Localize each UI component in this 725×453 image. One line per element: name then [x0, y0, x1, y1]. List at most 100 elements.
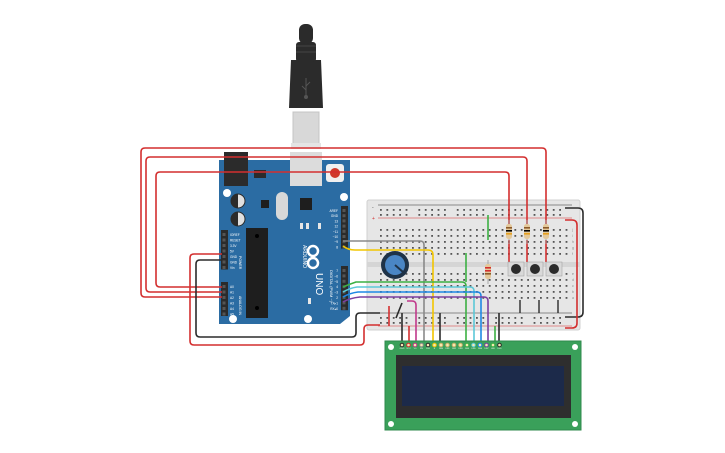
pushbutton-cap[interactable] [511, 264, 521, 274]
lcd-pin[interactable] [484, 342, 489, 348]
wire-gnd-to-rail[interactable] [195, 259, 380, 338]
reset-button[interactable] [330, 168, 340, 178]
header-pin[interactable] [342, 301, 346, 305]
header-pin[interactable] [222, 244, 226, 247]
wire-d12-to-lcd-rs[interactable] [343, 240, 425, 342]
row-label: j [571, 228, 573, 232]
header-pin[interactable] [342, 306, 346, 310]
header-pin[interactable] [222, 312, 226, 316]
lcd-pin[interactable] [451, 342, 457, 348]
resistors [485, 220, 549, 284]
header-pin[interactable] [342, 296, 346, 299]
arduino-uno-board[interactable]: ARDUINO UNO DIGITAL (PWM ~) POWER ANALOG… [219, 152, 350, 324]
pin-label: 2 [336, 296, 338, 300]
lcd-pin[interactable] [412, 342, 418, 348]
pushbutton-2[interactable] [526, 261, 544, 277]
lcd-pin[interactable] [490, 342, 496, 348]
lcd-pin-label: RW [426, 348, 431, 350]
wire-d11-to-lcd-e[interactable] [342, 245, 434, 342]
mount-hole [572, 421, 578, 427]
lcd-pin-label: DB1 [445, 348, 450, 350]
lcd-pin[interactable] [406, 342, 411, 348]
pushbutton-3[interactable] [545, 261, 563, 277]
usb-icon [301, 78, 311, 99]
resistor-band [543, 233, 549, 235]
wire-gnd-rail-bridge[interactable] [565, 207, 584, 318]
lcd-pin[interactable] [419, 342, 424, 348]
header-pin[interactable] [222, 266, 226, 269]
header-pin[interactable] [342, 214, 346, 218]
pushbutton-cap[interactable] [530, 264, 540, 274]
resistor-band [485, 273, 491, 275]
lcd-pin-label: DB5 [471, 348, 476, 350]
lcd-pin[interactable] [464, 342, 470, 348]
pushbutton-cap[interactable] [549, 264, 559, 274]
header-pin[interactable] [222, 307, 226, 310]
usb-cable-strain [299, 24, 313, 44]
resistor-band [506, 233, 512, 235]
wire-a0-to-resistor-1[interactable] [155, 171, 510, 288]
header-pin[interactable] [222, 260, 226, 264]
led-tx [300, 223, 303, 229]
wire-pot-to-lcd-v0[interactable] [407, 300, 417, 342]
lcd-pin[interactable] [497, 342, 502, 348]
header-pin[interactable] [342, 219, 346, 223]
header-pin[interactable] [222, 249, 226, 253]
lcd-pin[interactable] [458, 342, 463, 348]
mount-hole [340, 193, 348, 201]
header-pin[interactable] [222, 233, 226, 236]
wire-a1-to-resistor-2[interactable] [145, 156, 528, 293]
lcd-pin[interactable] [477, 342, 483, 348]
header-pin[interactable] [222, 285, 226, 288]
lcd-pin[interactable] [432, 342, 437, 348]
wire-vcc-rail-bridge[interactable] [565, 219, 578, 329]
pin-label: A2 [230, 296, 234, 300]
lcd-pin[interactable] [425, 342, 431, 348]
header-pin[interactable] [342, 269, 346, 272]
resistor-2[interactable] [524, 220, 530, 244]
header-pin[interactable] [222, 296, 226, 299]
header-pin[interactable] [222, 238, 226, 242]
lcd-pin-label: DB4 [465, 348, 470, 350]
potentiometer[interactable] [381, 251, 409, 279]
pin-label: 4 [336, 285, 338, 289]
wire-5v-to-rail[interactable] [189, 253, 380, 346]
wire-d4-to-lcd-db5[interactable] [342, 286, 475, 342]
header-pin[interactable] [222, 290, 226, 294]
resistor-band [524, 233, 530, 235]
header-pin[interactable] [342, 274, 346, 278]
lcd-pin[interactable] [471, 342, 476, 348]
pin-label: ~10 [333, 235, 339, 239]
lcd-pin[interactable] [399, 342, 405, 348]
header-pin[interactable] [342, 279, 346, 283]
pin-label: ~5 [334, 280, 338, 284]
header-pin[interactable] [342, 224, 346, 228]
usb-cable[interactable] [289, 24, 323, 149]
row-label: c [572, 284, 574, 288]
header-pin[interactable] [342, 235, 346, 238]
mount-hole [572, 344, 578, 350]
pin-label: GND [230, 261, 238, 265]
wire-d3-to-lcd-db6[interactable] [342, 291, 482, 342]
lcd-pin[interactable] [438, 342, 444, 348]
lcd-pin[interactable] [445, 342, 450, 348]
wire-pot-gnd[interactable] [395, 302, 403, 319]
header-pin[interactable] [222, 255, 226, 258]
header-pin[interactable] [222, 301, 226, 305]
resistor-4[interactable] [485, 260, 491, 284]
pin-label: 13 [334, 219, 338, 223]
pushbutton-1[interactable] [507, 261, 525, 277]
led-on [308, 298, 311, 304]
header-pin[interactable] [342, 209, 346, 212]
row-label: f [572, 252, 573, 256]
header-pin[interactable] [342, 229, 346, 233]
wire-a2-to-resistor-3[interactable] [140, 147, 547, 298]
arduino-model: UNO [313, 273, 324, 295]
resistor-1[interactable] [506, 220, 512, 244]
resistor-band [543, 227, 549, 229]
wire-d5-to-lcd-db4[interactable] [342, 281, 467, 342]
resistor-3[interactable] [543, 220, 549, 244]
wire-d2-to-lcd-db7[interactable] [342, 296, 489, 342]
